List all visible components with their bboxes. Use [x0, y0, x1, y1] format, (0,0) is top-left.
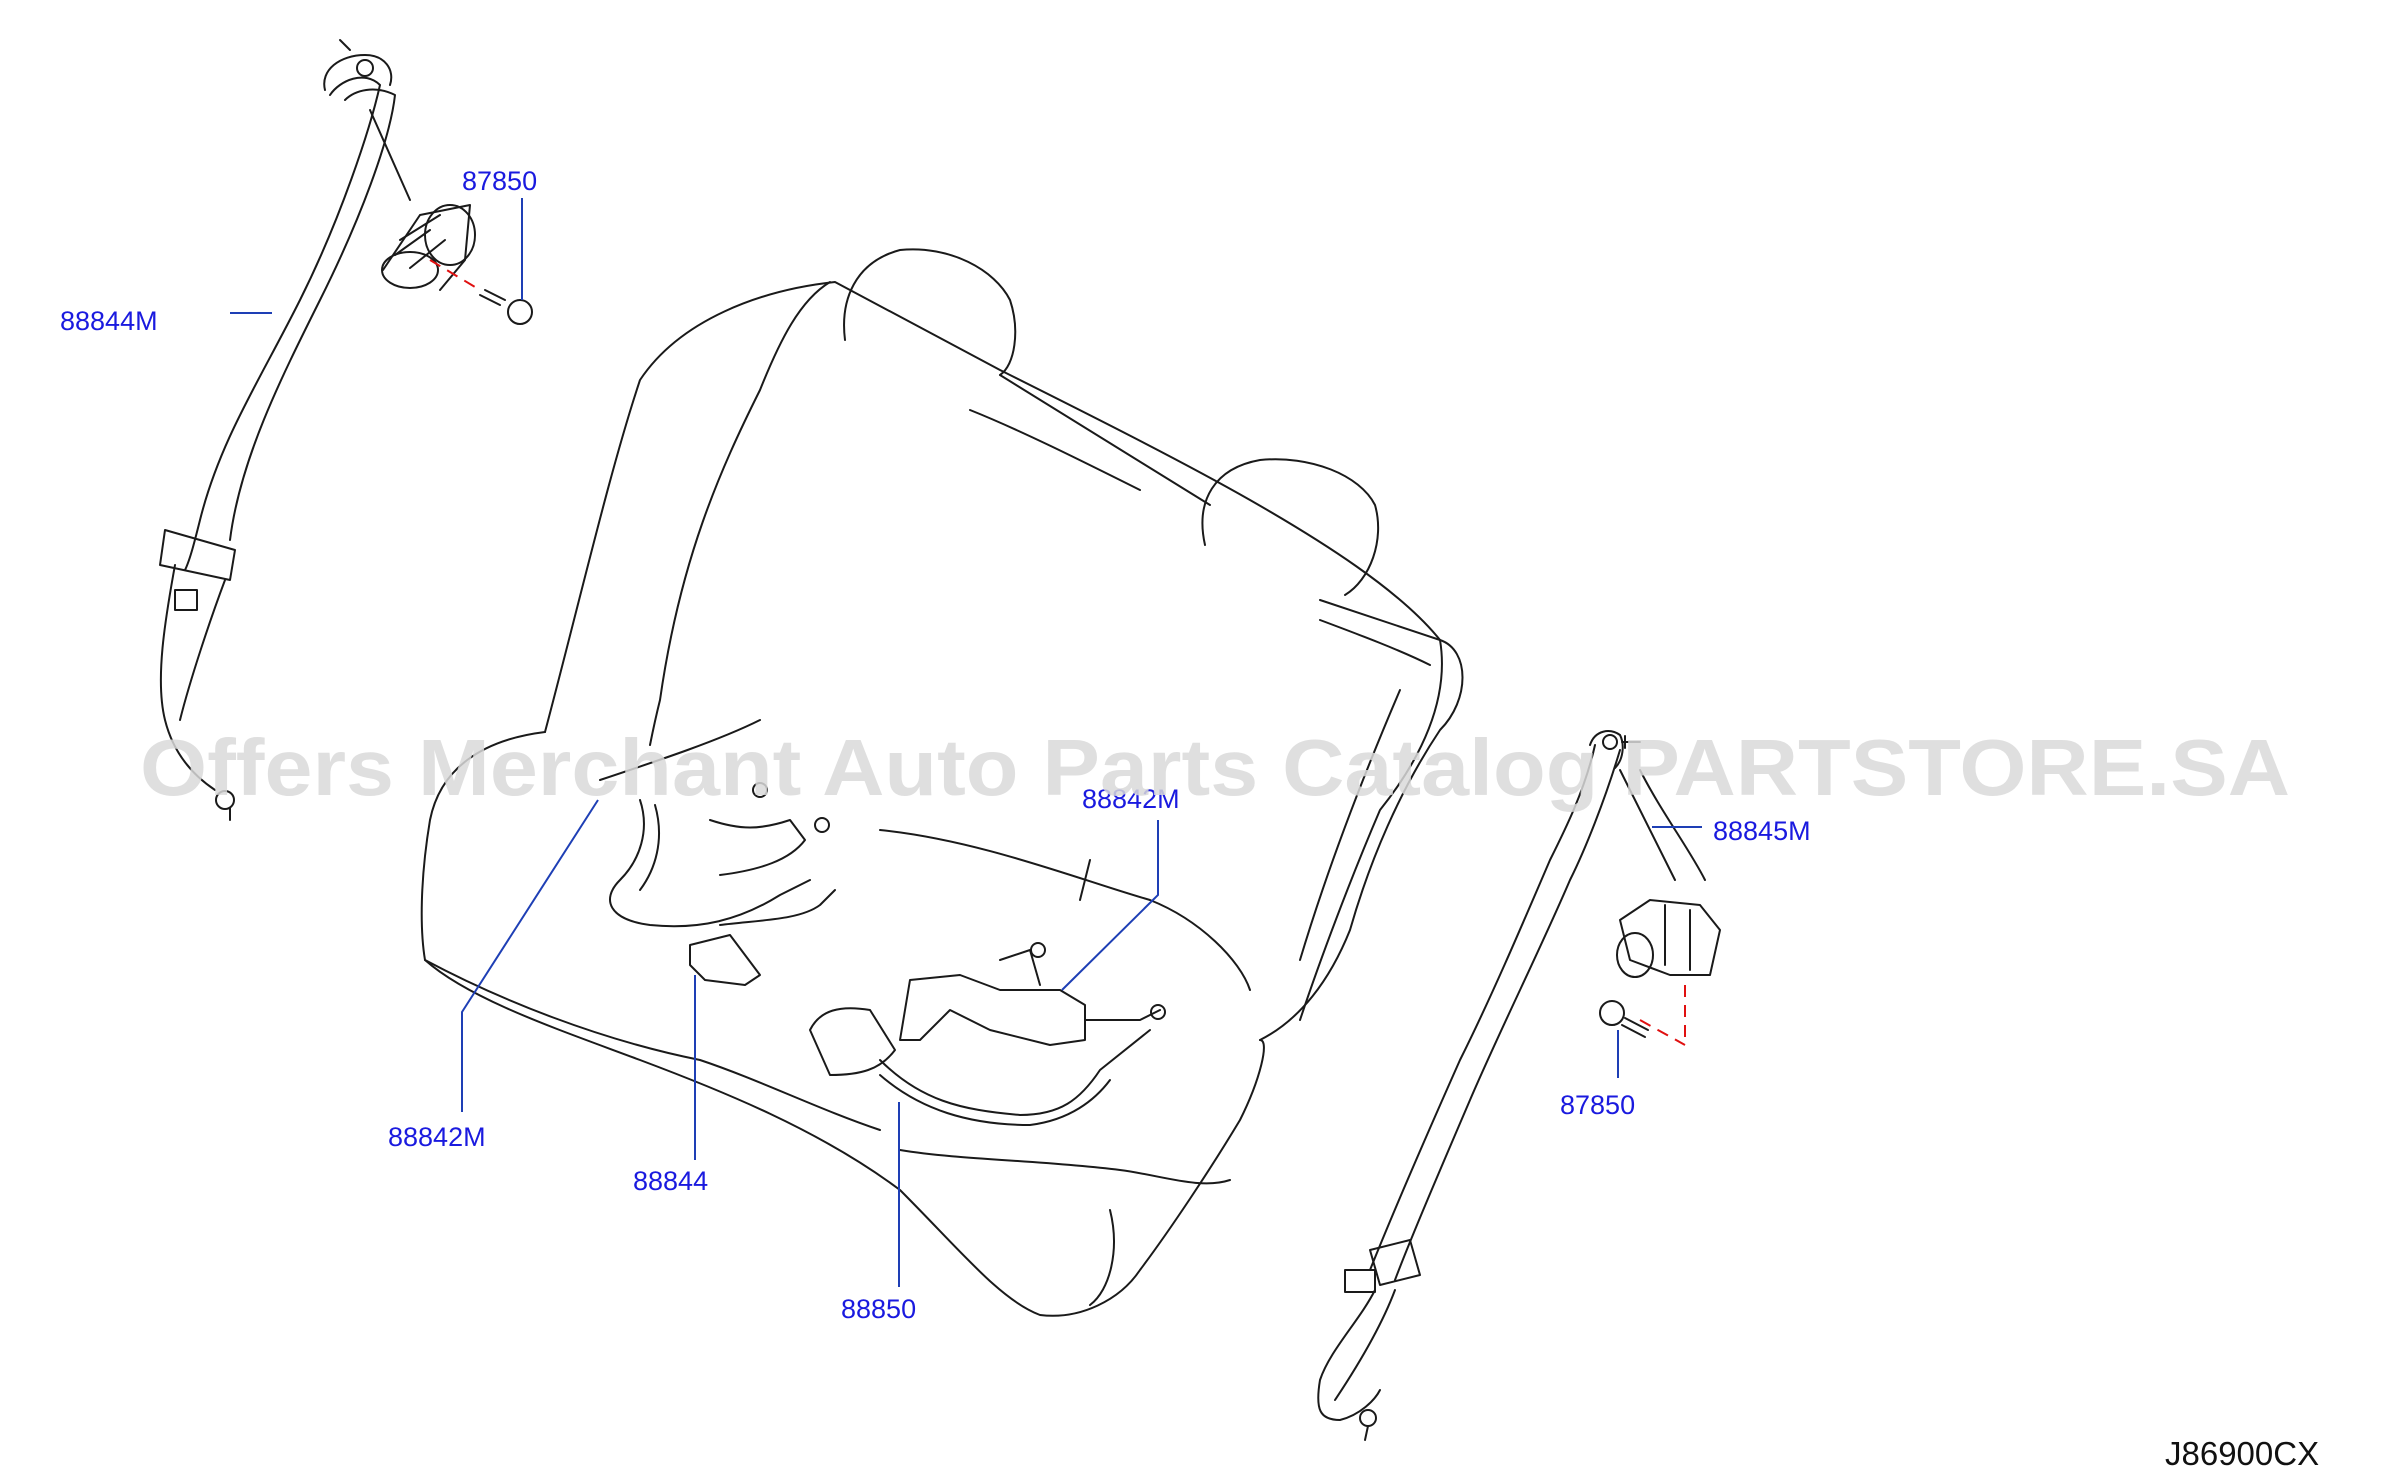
- left-retractor: [382, 204, 471, 291]
- right-belt-anchor: [1589, 730, 1624, 769]
- leader-88842M-right: [1061, 820, 1159, 991]
- label-88842M-bottom: 88842M: [388, 1122, 486, 1152]
- left-lower-anchor-bolt: [215, 790, 235, 810]
- left-buckle-strap: [609, 799, 811, 928]
- center-buckle-strap: [879, 1029, 1151, 1116]
- left-buckle-tongue: [689, 934, 761, 986]
- seat-cushion-outline: [420, 731, 1265, 1317]
- seat-back-right-side: [1299, 689, 1401, 961]
- left-buckle-strap: [719, 889, 836, 926]
- left-retractor-bolt: [507, 299, 533, 325]
- seat-back-crease: [1319, 619, 1431, 666]
- leader-lines: [230, 198, 1702, 1287]
- label-87850-top: 87850: [462, 166, 537, 196]
- left-belt-webbing: [229, 88, 396, 541]
- label-88850: 88850: [841, 1294, 916, 1324]
- right-belt-webbing: [1369, 744, 1596, 1271]
- seat-cushion-crease: [879, 829, 1251, 991]
- right-belt-tongue-slot: [1344, 1269, 1376, 1293]
- label-88842M-right: 88842M: [1082, 784, 1180, 814]
- diagram-code: J86900CX: [2165, 1435, 2319, 1472]
- left-belt-tongue: [159, 529, 236, 581]
- left-belt-lower: [179, 579, 226, 721]
- left-bolt-axis: [429, 259, 481, 291]
- rear-seat-drawing: [420, 248, 1464, 1317]
- seat-cushion-crease: [424, 959, 881, 1131]
- seat-cushion-crease: [1079, 859, 1091, 901]
- left-belt-anchor: [323, 54, 393, 91]
- label-87850-right: 87850: [1560, 1090, 1635, 1120]
- center-bracket-right: [1084, 1009, 1161, 1021]
- center-buckle-strap: [879, 1074, 1111, 1126]
- right-retractor: [1664, 904, 1691, 971]
- center-bolt: [1030, 942, 1046, 958]
- center-tongue: [899, 974, 1086, 1046]
- seat-back-crease: [999, 374, 1211, 506]
- left-belt-webbing: [184, 76, 381, 571]
- left-belt-lower: [159, 564, 216, 791]
- right-lower-anchor-bolt: [1359, 1409, 1377, 1427]
- right-retractor-arm: [1619, 769, 1676, 881]
- left-upper-anchor-bolt: [339, 39, 351, 51]
- right-seat-belt-88845M: [1317, 730, 1721, 1441]
- seat-back-outline: [544, 281, 1443, 1021]
- seat-back-right-side: [1259, 639, 1464, 1041]
- right-retractor-bolt: [1621, 1017, 1649, 1038]
- left-retractor-arm: [369, 109, 411, 201]
- seat-back-top-edge: [649, 281, 831, 746]
- right-belt-lower: [1334, 1289, 1396, 1401]
- center-buckle-body: [809, 1007, 896, 1076]
- right-retractor: [1616, 932, 1654, 978]
- left-retractor: [424, 204, 476, 266]
- label-88844M: 88844M: [60, 306, 158, 336]
- left-bolt: [814, 817, 830, 833]
- right-belt-lower: [1317, 1289, 1381, 1421]
- seat-cushion-crease: [899, 1149, 1231, 1185]
- left-retractor: [394, 214, 446, 269]
- right-belt-tongue: [1369, 1239, 1421, 1286]
- right-retractor-bolt: [1599, 1000, 1625, 1026]
- label-88844: 88844: [633, 1166, 708, 1196]
- left-seat-belt-88844M: [159, 39, 533, 821]
- right-lower-anchor-bolt: [1364, 1425, 1369, 1441]
- right-retractor-arm: [1639, 769, 1706, 881]
- left-upper-anchor-bolt: [356, 59, 374, 77]
- left-headrest: [843, 248, 1017, 376]
- part-labels: 87850 88844M 88842M 88845M 87850 88842M …: [60, 166, 1811, 1324]
- left-belt-tongue-slot: [174, 589, 198, 611]
- right-upper-anchor-bolt: [1602, 734, 1618, 750]
- left-buckle-strap: [639, 804, 661, 891]
- left-bolt: [752, 782, 768, 798]
- seat-cushion-crease: [599, 719, 761, 781]
- left-buckle-strap: [709, 819, 806, 876]
- left-retractor-bolt: [479, 289, 506, 306]
- right-bolt-axis: [1639, 1019, 1686, 1046]
- right-retractor: [1619, 899, 1721, 976]
- seat-back-crease: [969, 409, 1141, 491]
- label-88845M: 88845M: [1713, 816, 1811, 846]
- seat-back-crease: [1319, 599, 1441, 641]
- leader-88842M-bottom: [461, 799, 599, 1112]
- seat-cushion-crease: [1089, 1209, 1115, 1306]
- right-upper-anchor-bolt: [1621, 735, 1641, 749]
- watermark-text: Offers Merchant Auto Parts Catalog PARTS…: [140, 723, 2290, 812]
- right-headrest: [1201, 458, 1380, 596]
- right-belt-webbing: [1394, 749, 1621, 1281]
- center-bolt-right: [1150, 1004, 1166, 1020]
